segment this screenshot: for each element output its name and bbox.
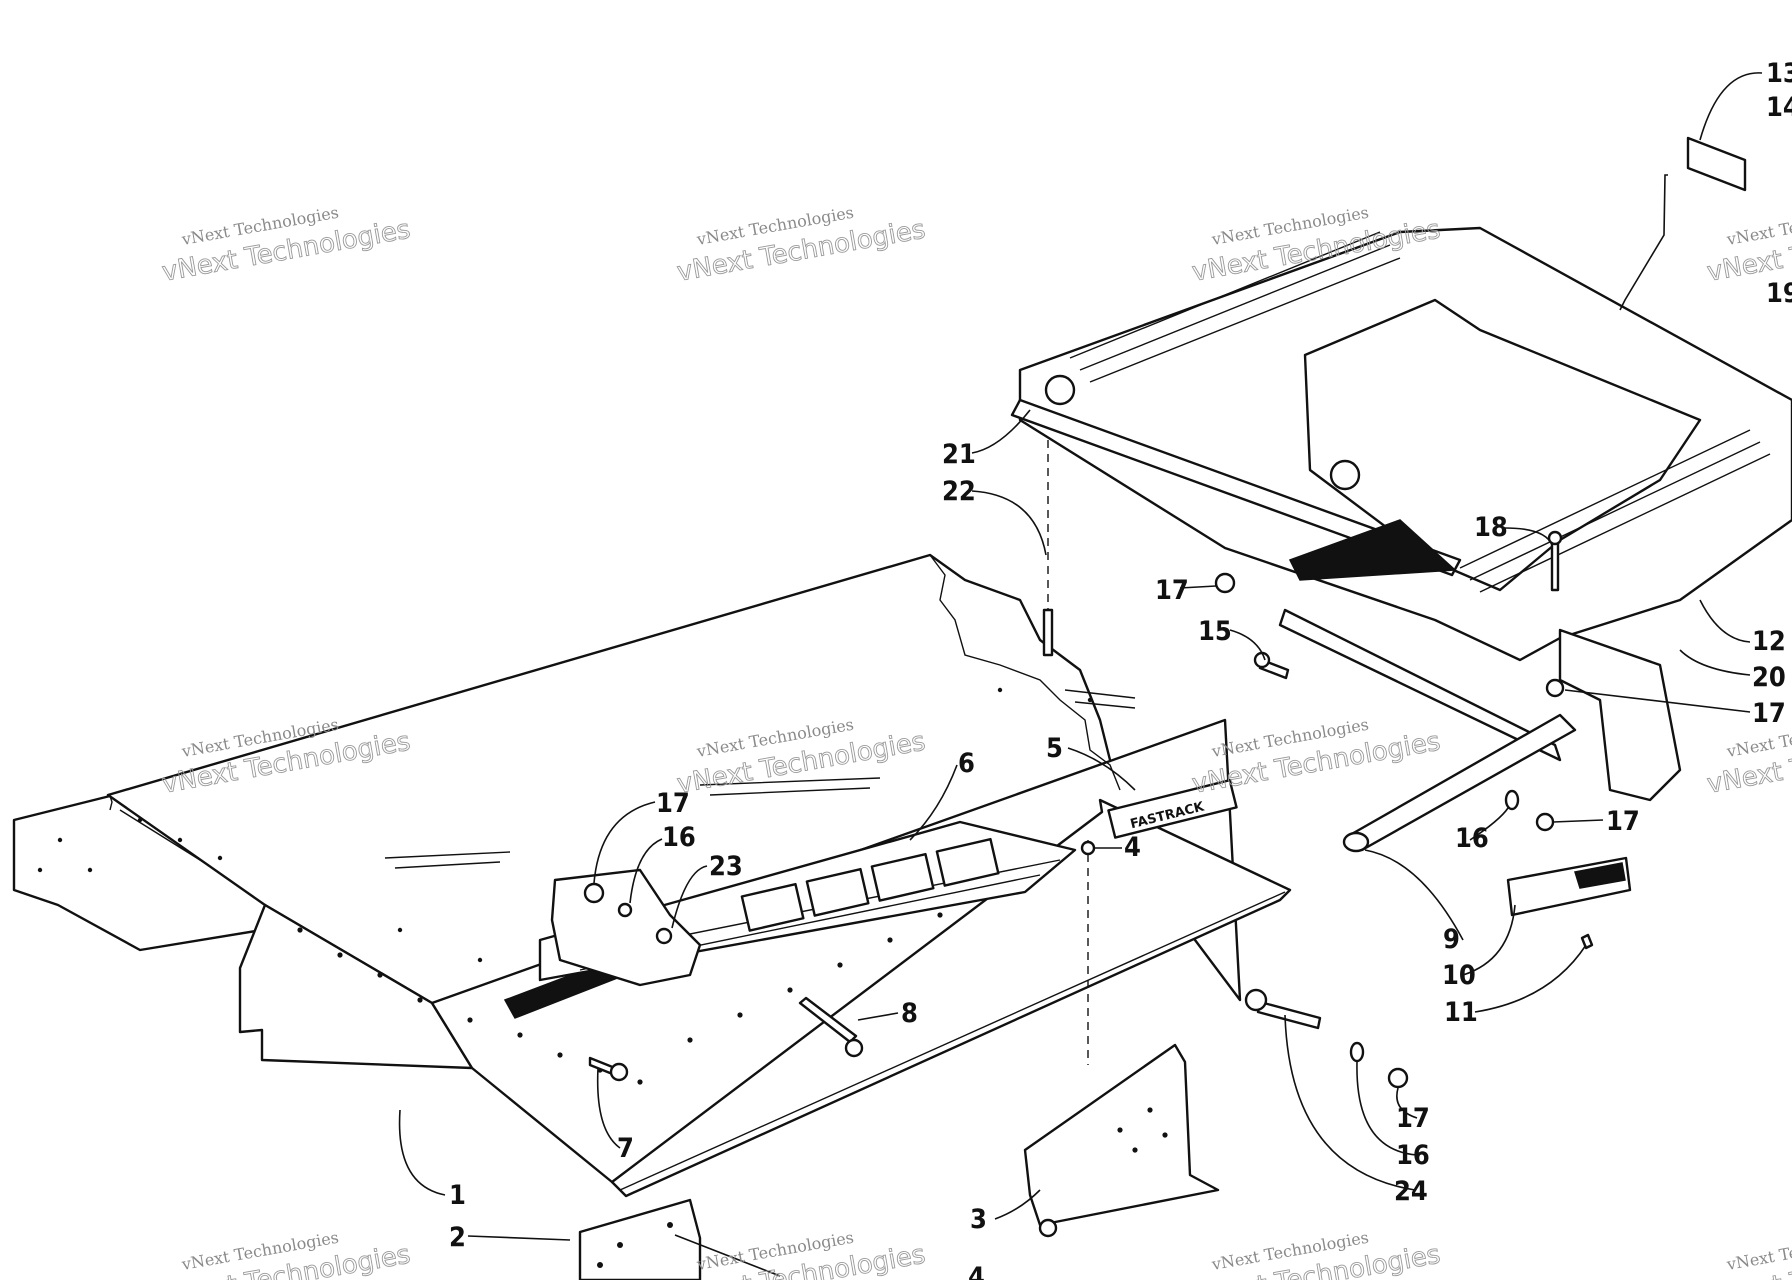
- nut-17-rod: [1535, 812, 1555, 832]
- callout-17-lower: 17: [1396, 1103, 1430, 1134]
- logo-plate: [1107, 778, 1238, 839]
- callout-17-frame: 17: [1752, 698, 1786, 729]
- bolt-18: [1550, 538, 1560, 592]
- callout-13: 13: [1766, 58, 1792, 89]
- watermark: vNext Technologies vNext Technologies: [1704, 1228, 1792, 1280]
- callout-16-lower: 16: [1396, 1140, 1430, 1171]
- callout-17-flap: 17: [656, 788, 690, 819]
- callout-9: 9: [1443, 924, 1460, 955]
- flap-washer: [617, 902, 633, 918]
- callout-labels: 13 14 19 21 22 18 17 15 12 20 17 5 6 17 …: [449, 58, 1792, 1280]
- callout-15: 15: [1198, 616, 1232, 647]
- leader-lines: [398, 72, 1763, 1277]
- watermark: vNext Technologies vNext Technologies: [1704, 203, 1792, 289]
- flap-slots: [740, 837, 1000, 932]
- callout-3: 3: [970, 1204, 987, 1235]
- nut-17-frame: [1545, 678, 1565, 698]
- rear-frame-inner: [1303, 298, 1702, 592]
- callout-16-rod: 16: [1455, 823, 1489, 854]
- watermark: vNext Technologies vNext Technologies: [159, 1228, 413, 1280]
- diagram-artwork: FASTRACK: [12, 136, 1792, 1280]
- tunnel-bottom-rail: [610, 798, 1292, 1198]
- callout-5: 5: [1046, 733, 1063, 764]
- callout-12: 12: [1752, 626, 1786, 657]
- svg-text:vNext Technologies: vNext Technologies: [1724, 203, 1792, 249]
- callout-10: 10: [1442, 960, 1476, 991]
- hinge-boss-left: [1044, 374, 1076, 406]
- washer-16-rod: [1504, 789, 1520, 811]
- torn-edge: [929, 554, 1121, 791]
- flap-bolt-head: [655, 927, 673, 945]
- callout-7: 7: [617, 1133, 634, 1164]
- callout-17-top: 17: [1155, 575, 1189, 606]
- callout-11: 11: [1444, 997, 1478, 1028]
- callout-24: 24: [1394, 1176, 1428, 1207]
- callout-18: 18: [1474, 512, 1508, 543]
- callout-4: 4: [1124, 832, 1141, 863]
- bolt-24: [1256, 1000, 1322, 1030]
- callout-19: 19: [1766, 278, 1792, 309]
- watermark: vNext Technologies vNext Technologies: [159, 203, 413, 289]
- mounting-bracket-3: [1023, 1043, 1220, 1227]
- bumper-strap: [1278, 608, 1562, 762]
- callout-4-bottom: 4: [968, 1262, 985, 1280]
- screw-11: [1580, 933, 1594, 950]
- callout-2: 2: [449, 1222, 466, 1253]
- callout-1: 1: [449, 1180, 466, 1211]
- callout-16-flap: 16: [662, 822, 696, 853]
- washer-16-lower: [1349, 1041, 1365, 1063]
- svg-text:vNext Technologies: vNext Technologies: [1724, 1228, 1792, 1274]
- rear-frame-hinge-21: [1010, 398, 1462, 577]
- plate-2: [578, 1198, 702, 1280]
- nut-17-top: [1214, 572, 1236, 594]
- callout-14: 14: [1766, 92, 1792, 123]
- callout-22: 22: [942, 476, 976, 507]
- watermark: vNext Technologies vNext Technologies: [1189, 715, 1443, 801]
- hinge-boss-right: [1329, 459, 1361, 491]
- watermark: vNext Technologies vNext Technologies: [674, 203, 928, 289]
- flap-nut: [583, 882, 605, 904]
- toothed-rack: [1288, 519, 1457, 581]
- callout-21: 21: [942, 439, 976, 470]
- nut-17-lower: [1387, 1067, 1409, 1089]
- callout-17-rod: 17: [1606, 806, 1640, 837]
- callout-8: 8: [901, 998, 918, 1029]
- bolt-8: [798, 996, 858, 1044]
- callout-6: 6: [958, 748, 975, 779]
- watermark: vNext Technologies vNext Technologies: [1189, 1228, 1443, 1280]
- callout-20: 20: [1752, 662, 1786, 693]
- decal-13-14: [1686, 136, 1747, 192]
- bumper-leg: [1558, 628, 1682, 802]
- pin-22: [1042, 608, 1054, 657]
- callout-23: 23: [709, 851, 743, 882]
